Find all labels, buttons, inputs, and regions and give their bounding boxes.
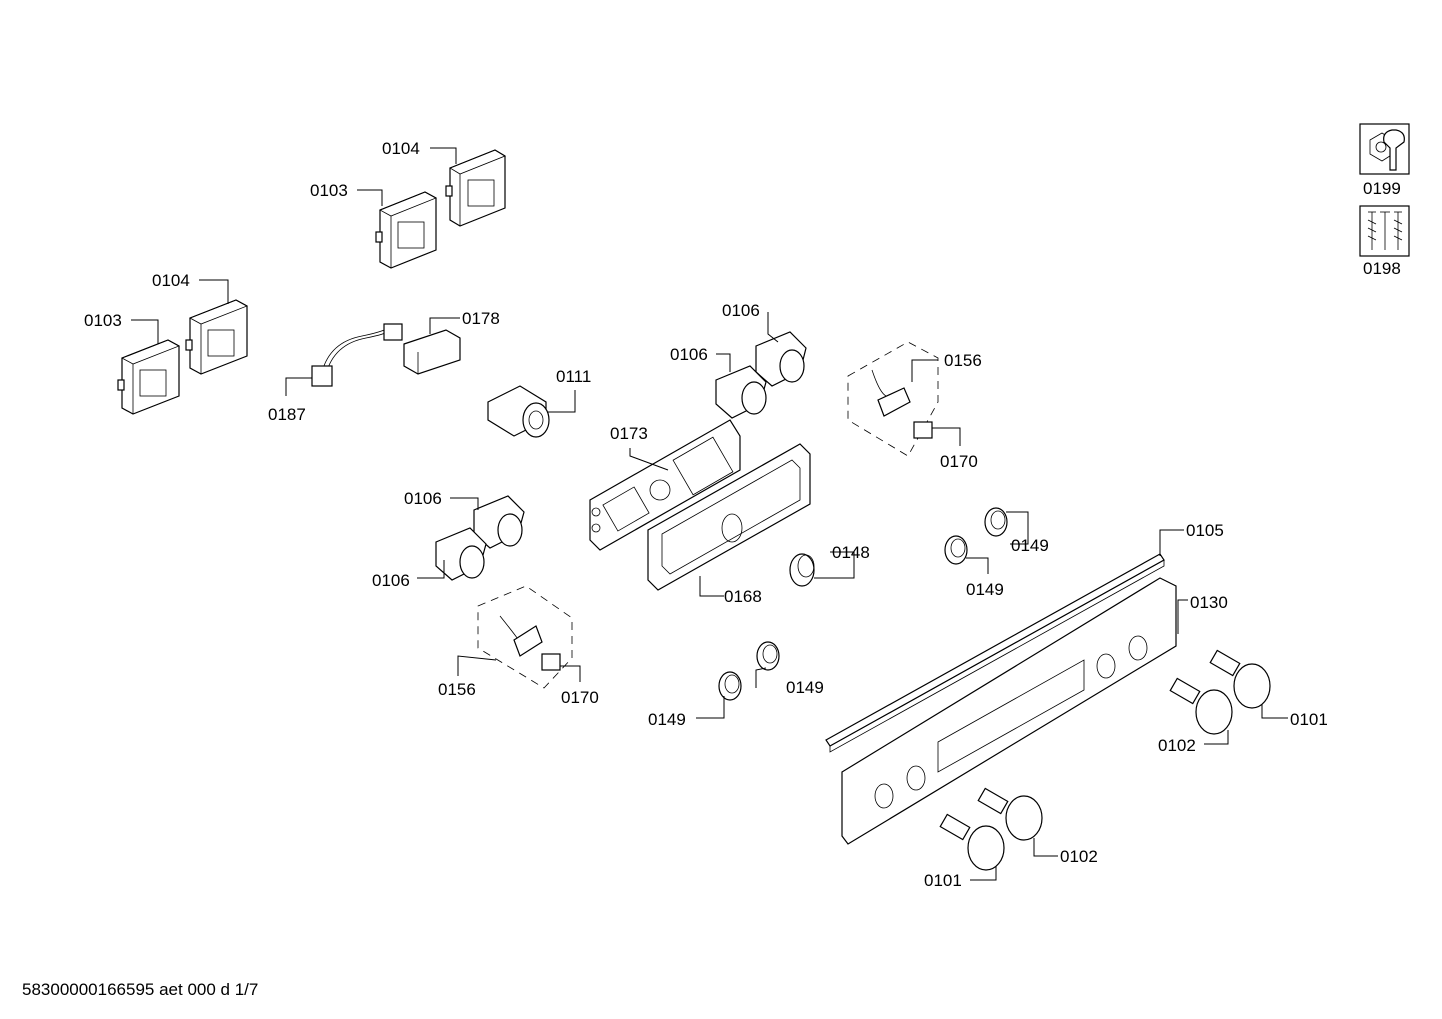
switch-box-lower-left bbox=[117, 339, 180, 415]
callout-0149: 0149 bbox=[786, 678, 824, 697]
callout-0106: 0106 bbox=[404, 489, 442, 508]
callout-0106: 0106 bbox=[372, 571, 410, 590]
callout-0156: 0156 bbox=[438, 680, 476, 699]
hex-nut-wrench-icon bbox=[1359, 123, 1410, 175]
callout-0104: 0104 bbox=[382, 139, 420, 158]
actuator-lower-left bbox=[435, 527, 487, 581]
callout-0104: 0104 bbox=[152, 271, 190, 290]
actuator-upper-left bbox=[715, 365, 767, 419]
drawing-code: 58300000166595 aet 000 d 1/7 bbox=[22, 980, 259, 999]
callout-0101: 0101 bbox=[1290, 710, 1328, 729]
lamp-module-lower bbox=[477, 585, 573, 689]
display-frame bbox=[647, 443, 811, 591]
control-fascia bbox=[841, 577, 1177, 845]
cable-harness bbox=[311, 323, 461, 387]
switch-box-lower-right bbox=[185, 299, 248, 375]
callout-0148: 0148 bbox=[832, 543, 870, 562]
leader-lines bbox=[131, 147, 1288, 881]
callout-0111: 0111 bbox=[556, 367, 591, 386]
legend-label-0198: 0198 bbox=[1363, 259, 1401, 278]
legend-label-0199: 0199 bbox=[1363, 179, 1401, 198]
callout-0106: 0106 bbox=[670, 345, 708, 364]
callout-0156: 0156 bbox=[944, 351, 982, 370]
knobs bbox=[939, 649, 1271, 871]
callout-0170: 0170 bbox=[940, 452, 978, 471]
callout-0102: 0102 bbox=[1158, 736, 1196, 755]
callout-0130: 0130 bbox=[1190, 593, 1228, 612]
actuator-upper-right bbox=[755, 331, 807, 387]
callout-0168: 0168 bbox=[724, 587, 762, 606]
callout-0103: 0103 bbox=[310, 181, 348, 200]
callout-0173: 0173 bbox=[610, 424, 648, 443]
control-board bbox=[589, 419, 741, 551]
rotary-switch bbox=[487, 385, 550, 438]
callout-0149: 0149 bbox=[966, 580, 1004, 599]
callout-0101: 0101 bbox=[924, 871, 962, 890]
callout-0178: 0178 bbox=[462, 309, 500, 328]
lamp-module-upper bbox=[847, 341, 939, 457]
callout-0102: 0102 bbox=[1060, 847, 1098, 866]
callout-0103: 0103 bbox=[84, 311, 122, 330]
screws-icon bbox=[1359, 205, 1410, 257]
knob-rings-0149 bbox=[718, 507, 1008, 701]
switch-box-upper-left bbox=[375, 191, 437, 269]
actuator-lower-right bbox=[473, 495, 525, 549]
callout-0105: 0105 bbox=[1186, 521, 1224, 540]
callout-0149: 0149 bbox=[648, 710, 686, 729]
switch-box-upper-right bbox=[445, 149, 506, 227]
knob-ring-0148 bbox=[789, 553, 815, 587]
callout-0106: 0106 bbox=[722, 301, 760, 320]
callout-0149: 0149 bbox=[1011, 536, 1049, 555]
callout-0187: 0187 bbox=[268, 405, 306, 424]
trim-strip bbox=[825, 553, 1165, 753]
callout-0170: 0170 bbox=[561, 688, 599, 707]
